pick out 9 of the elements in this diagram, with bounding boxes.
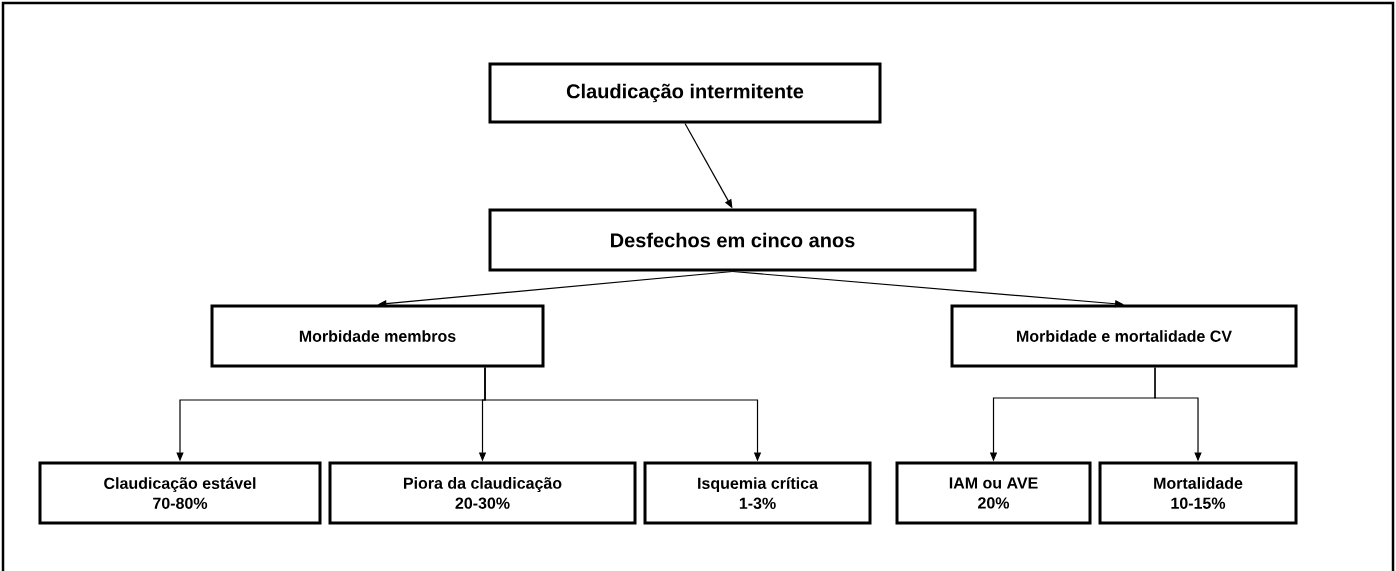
process-box: Isquemia crítica 1-3% (643, 461, 872, 525)
process-box: Morbidade membros (210, 304, 545, 368)
process-box: Claudicação estável 70-80% (38, 461, 322, 525)
process-box: Mortalidade 10-15% (1098, 461, 1298, 525)
process-box: Desfechos em cinco anos (488, 208, 977, 272)
process-box: IAM ou AVE 20% (895, 461, 1092, 525)
process-box: Morbidade e mortalidade CV (950, 304, 1298, 368)
process-box: Piora da claudicação 20-30% (328, 461, 637, 525)
process-box: Claudicação intermitente (488, 62, 882, 124)
